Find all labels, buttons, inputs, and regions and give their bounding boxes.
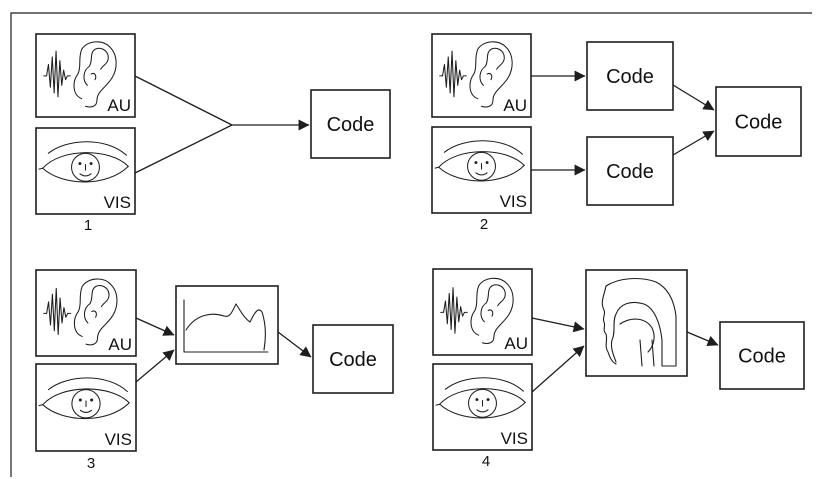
- panel-2-number: 2: [480, 216, 488, 233]
- panel-4-vocal-tract-box: [585, 269, 688, 377]
- panel-1-visual-box: [35, 127, 136, 215]
- panel-3-arrow-visual-to-spectrum: [135, 349, 175, 383]
- visual-label: VIS: [501, 429, 528, 448]
- figure-frame: [10, 12, 812, 477]
- audio-label: AU: [108, 335, 132, 354]
- panel-3-spectrum-box: [175, 285, 279, 365]
- panel-2-combined-code-box-label: Code: [735, 112, 783, 134]
- panel-1-merge-line-audio: [134, 75, 233, 126]
- visual-label: VIS: [105, 430, 132, 449]
- panel-4-vocal-tract-frame: [585, 269, 688, 377]
- spectrum-curve: [185, 303, 266, 351]
- panel-3-arrow-audio-to-spectrum: [135, 317, 175, 336]
- face-profile-line: [601, 285, 617, 365]
- panel-4-code-box-label: Code: [738, 346, 786, 368]
- audio-label: AU: [107, 96, 131, 115]
- panel-3-spectrum-frame: [175, 285, 279, 365]
- panel-4-audio-box: [432, 268, 533, 356]
- visual-label: VIS: [500, 192, 527, 211]
- panel-2-combined-code-box: [715, 86, 802, 157]
- panel-1-code-box: [310, 89, 391, 159]
- labels-layer: AUVISCode1AUVISCodeCodeCode2AUVISCode3AU…: [84, 66, 786, 472]
- audio-label: AU: [504, 334, 528, 353]
- panel-3-audio-box-frame: [35, 269, 137, 357]
- panel-4-code-box: [719, 321, 805, 390]
- panel-1-audio-box: [35, 33, 136, 118]
- pharynx-lines: [639, 339, 655, 367]
- panels-layer: [35, 33, 805, 452]
- panel-4-audio-box-frame: [432, 268, 533, 356]
- panel-2-audio-code-box: [586, 41, 674, 111]
- panel-3-visual-box: [35, 363, 137, 452]
- panel-1-visual-box-frame: [35, 127, 136, 215]
- vocal-tract-icon: [605, 277, 677, 367]
- visual-label: VIS: [104, 193, 131, 212]
- panel-1-merge-line-visual: [134, 124, 233, 174]
- panel-3-number: 3: [87, 455, 95, 472]
- panel-2-arrow-visual-code-to-combined: [672, 130, 715, 156]
- arrows-layer: [134, 70, 719, 393]
- panel-4-visual-box-frame: [432, 363, 533, 451]
- panel-3-audio-box: [35, 269, 137, 357]
- panel-3-code-box: [312, 324, 394, 394]
- panel-1-audio-box-frame: [35, 33, 136, 118]
- panel-4-arrow-audio-to-vocal-tract: [531, 317, 585, 333]
- panel-1-code-box-label: Code: [327, 114, 375, 136]
- panel-4-arrow-visual-to-vocal-tract: [531, 345, 585, 393]
- spectrum-axes: [183, 299, 269, 353]
- panel-3-visual-box-frame: [35, 363, 137, 452]
- panel-2-visual-code-box-label: Code: [606, 161, 654, 183]
- panel-4-number: 4: [482, 453, 490, 470]
- panel-4-visual-box: [432, 363, 533, 451]
- panel-4-arrow-vocal-tract-to-code: [686, 331, 719, 347]
- panel-2-visual-code-box: [586, 136, 674, 206]
- audio-label: AU: [503, 96, 527, 115]
- panel-2-audio-code-box-label: Code: [606, 66, 654, 88]
- panel-3-arrow-spectrum-to-code: [277, 331, 312, 358]
- panel-1-number: 1: [84, 217, 92, 234]
- panel-2-arrow-audio-code-to-combined: [672, 84, 715, 111]
- panel-3-code-box-label: Code: [329, 349, 377, 371]
